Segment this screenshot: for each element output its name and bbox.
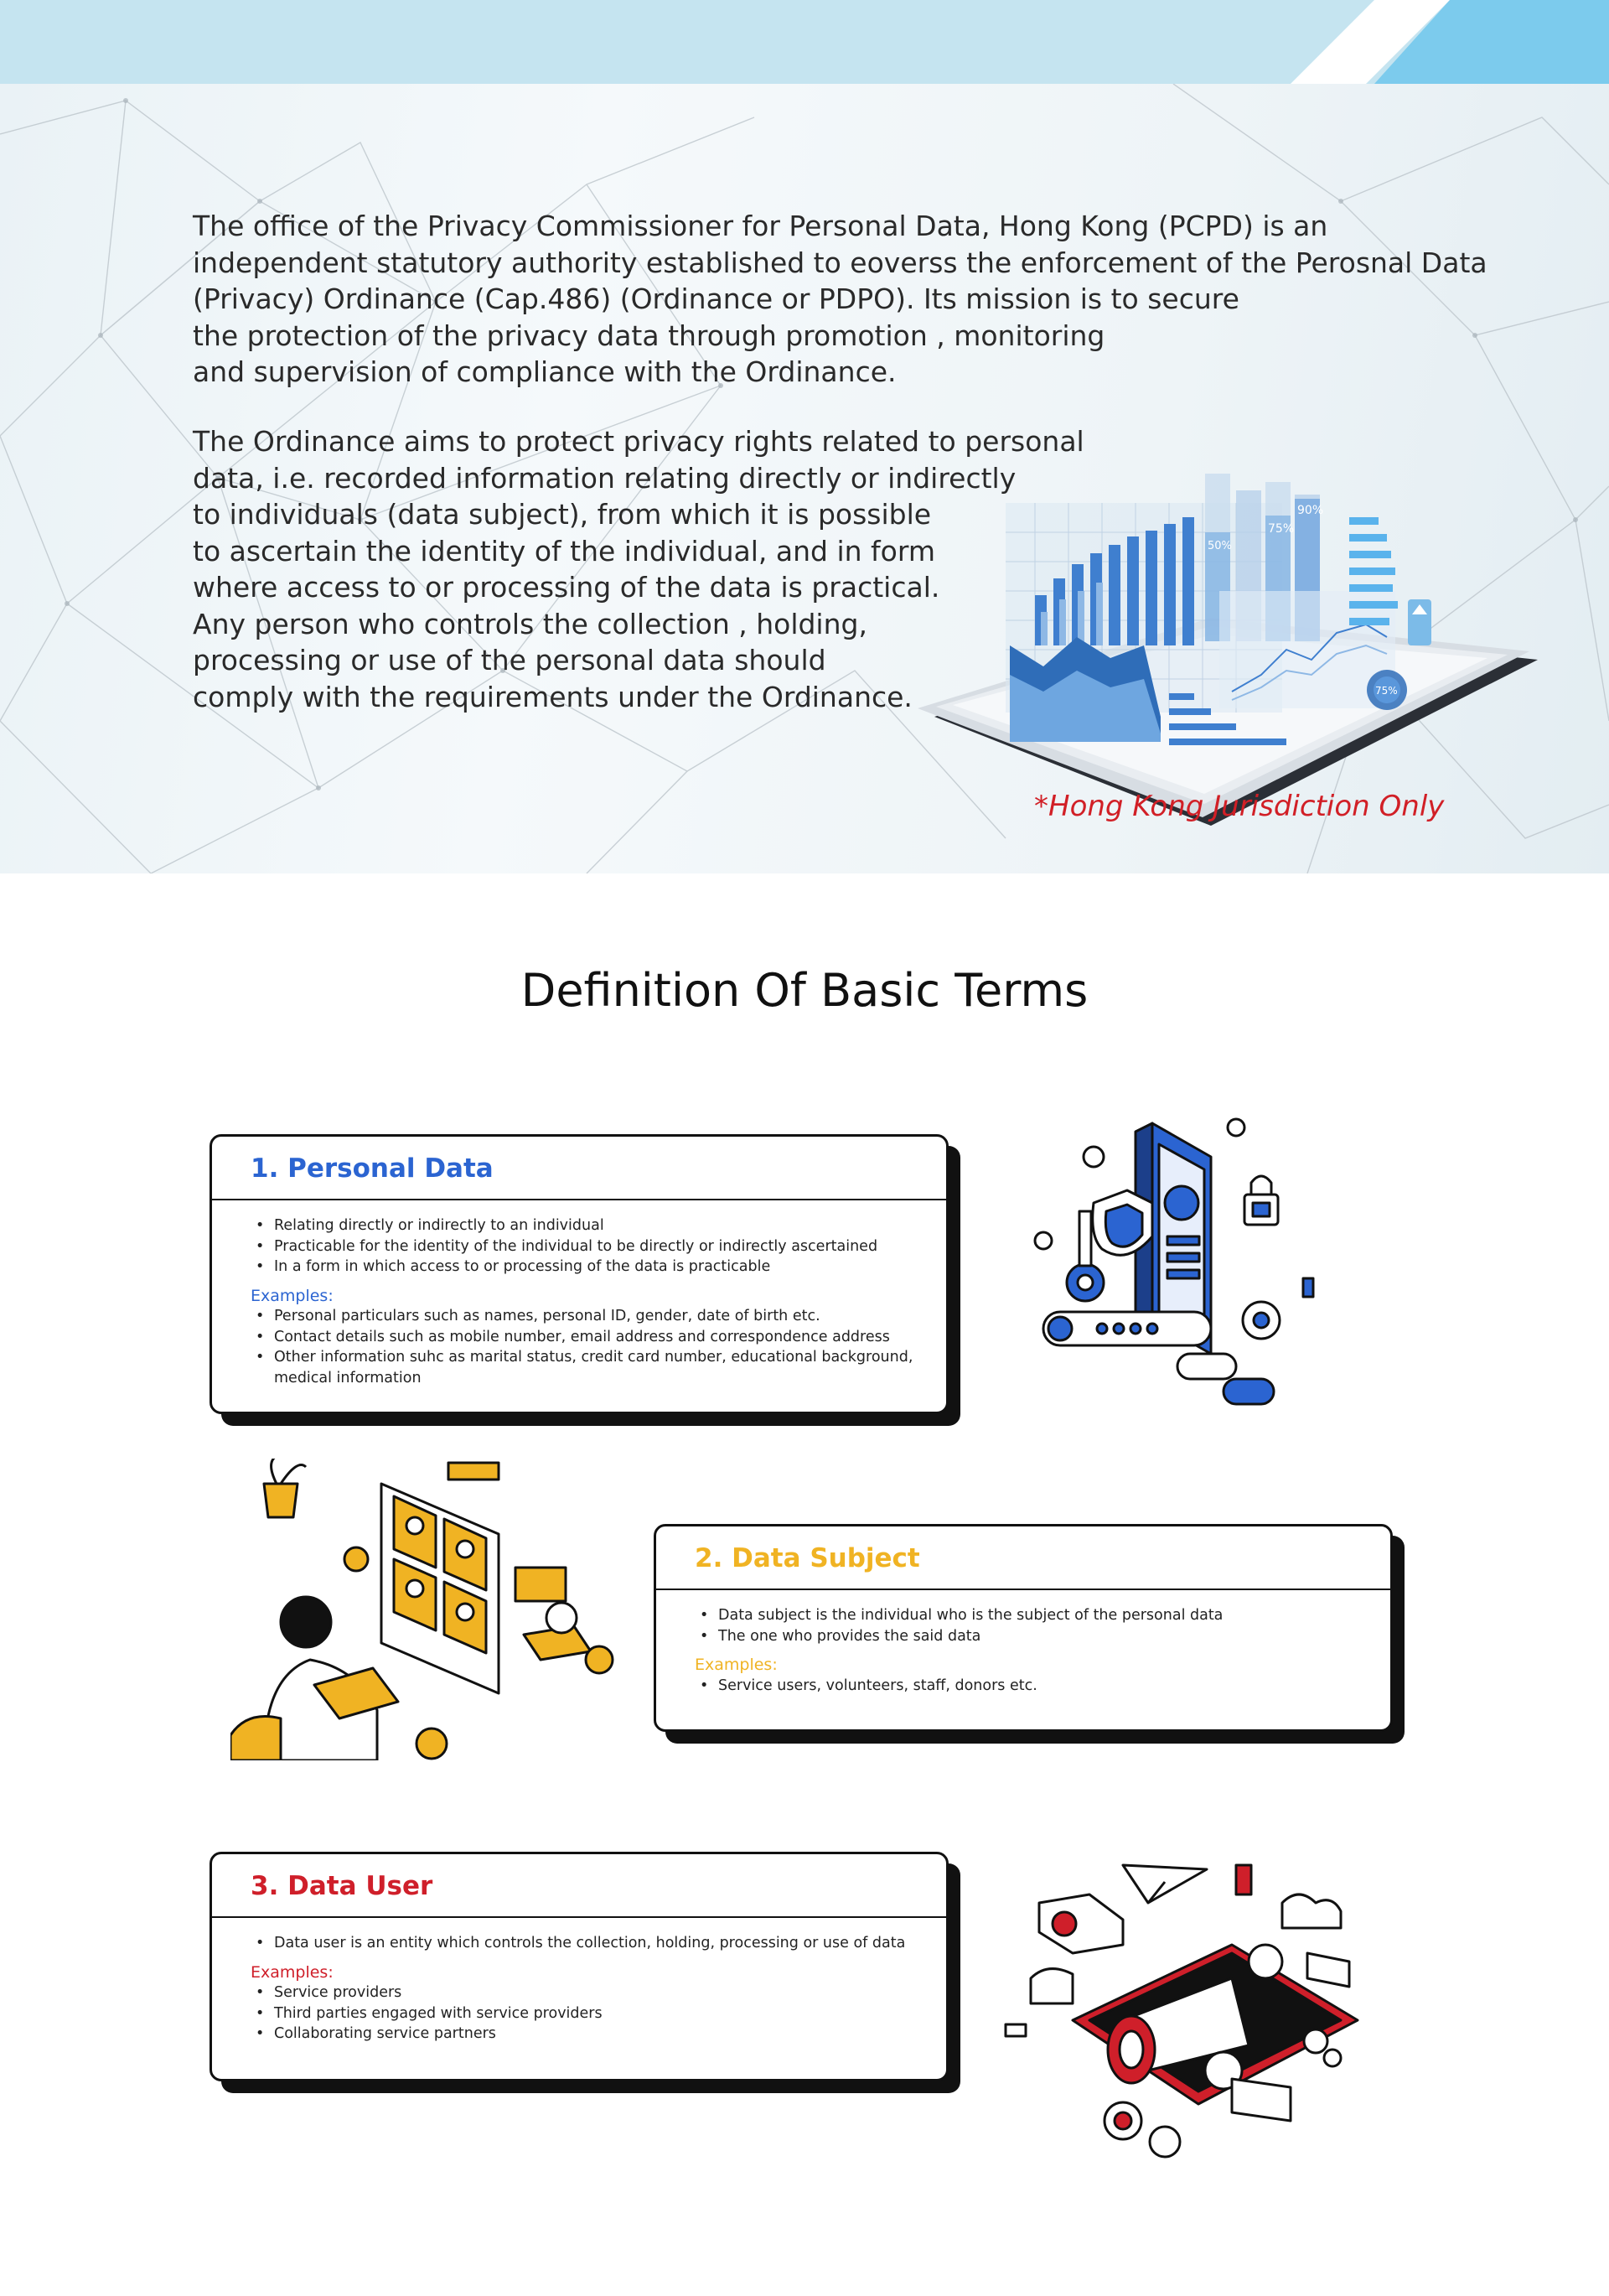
- term-body: Data subject is the individual who is th…: [656, 1590, 1390, 1696]
- term-title: 1. Personal Data: [212, 1137, 946, 1200]
- intro-line: and supervision of compliance with the O…: [193, 355, 897, 388]
- label-50: 50%: [1208, 540, 1232, 552]
- aims-line: where access to or processing of the dat…: [193, 571, 940, 604]
- examples-label: Examples:: [695, 1656, 778, 1674]
- pcpd-intro-paragraph: The office of the Privacy Commissioner f…: [193, 208, 1487, 391]
- intro-line: The office of the Privacy Commissioner f…: [193, 210, 1328, 242]
- example-item: Collaborating service partners: [256, 2024, 913, 2045]
- term-card-personal-data: 1. Personal Data Relating directly or in…: [210, 1134, 949, 1414]
- example-item: Personal particulars such as names, pers…: [256, 1306, 913, 1327]
- example-item: Service providers: [256, 1982, 913, 2003]
- term-card-data-user: 3. Data User Data user is an entity whic…: [210, 1852, 949, 2081]
- term-point: Practicable for the identity of the indi…: [256, 1236, 913, 1257]
- term-card-data-subject: 2. Data Subject Data subject is the indi…: [654, 1524, 1393, 1732]
- term-title: 3. Data User: [212, 1854, 946, 1918]
- term-point: The one who provides the said data: [700, 1626, 1357, 1647]
- intro-line: (Privacy) Ordinance (Cap.486) (Ordinance…: [193, 282, 1239, 315]
- term-point: In a form in which access to or processi…: [256, 1257, 913, 1278]
- term-point: Data user is an entity which controls th…: [256, 1933, 913, 1954]
- example-item: Other information suhc as marital status…: [256, 1347, 913, 1368]
- examples-label: Examples:: [251, 1286, 334, 1305]
- ordinance-aims-paragraph: The Ordinance aims to protect privacy ri…: [193, 423, 1084, 715]
- label-90: 90%: [1297, 504, 1323, 517]
- jurisdiction-note: *Hong Kong Jurisdiction Only: [1034, 790, 1445, 823]
- term-body: Data user is an entity which controls th…: [212, 1918, 946, 2045]
- megaphone-marketing-illustration: [1004, 1863, 1359, 2159]
- video-conference-illustration: [230, 1459, 614, 1760]
- examples-label: Examples:: [251, 1962, 334, 1982]
- term-title: 2. Data Subject: [656, 1526, 1390, 1590]
- phone-security-illustration: [1033, 1117, 1315, 1406]
- aims-line: processing or use of the personal data s…: [193, 644, 826, 676]
- top-banner: [0, 0, 1609, 84]
- intro-line: independent statutory authority establis…: [193, 246, 1487, 279]
- tablet-analytics-illustration: 75% 90% 50% 75%: [918, 474, 1538, 826]
- term-body: Relating directly or indirectly to an in…: [212, 1200, 946, 1388]
- example-item: Third parties engaged with service provi…: [256, 2003, 913, 2024]
- section-title: Definition Of Basic Terms: [520, 964, 1089, 1017]
- aims-line: to individuals (data subject), from whic…: [193, 498, 932, 531]
- label-75-dial: 75%: [1375, 685, 1398, 697]
- intro-line: the protection of the privacy data throu…: [193, 319, 1105, 352]
- aims-line: comply with the requirements under the O…: [193, 680, 913, 713]
- aims-line: Any person who controls the collection ,…: [193, 607, 867, 640]
- term-point: Relating directly or indirectly to an in…: [256, 1215, 913, 1236]
- label-75: 75%: [1268, 522, 1294, 536]
- network-background: [0, 84, 1609, 873]
- example-item-continuation: medical information: [274, 1369, 422, 1386]
- example-item: Contact details such as mobile number, e…: [256, 1327, 913, 1348]
- example-item: Service users, volunteers, staff, donors…: [700, 1676, 1357, 1697]
- aims-line: to ascertain the identity of the individ…: [193, 534, 935, 568]
- aims-line: The Ordinance aims to protect privacy ri…: [193, 425, 1084, 458]
- aims-line: data, i.e. recorded information relating…: [193, 461, 1017, 495]
- term-point: Data subject is the individual who is th…: [700, 1605, 1357, 1626]
- hero-section: The office of the Privacy Commissioner f…: [0, 84, 1609, 873]
